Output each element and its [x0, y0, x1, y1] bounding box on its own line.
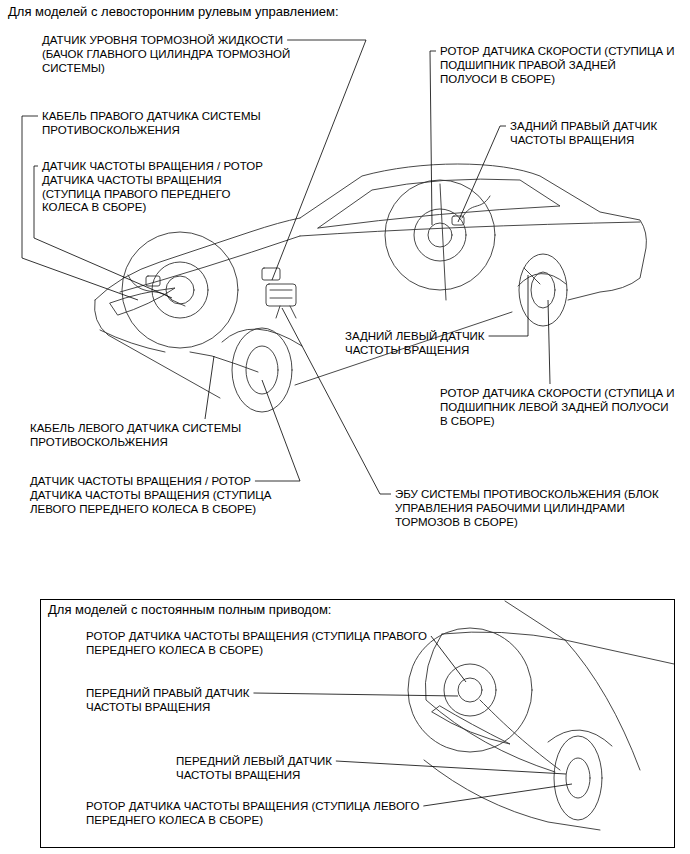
- leader-line: [548, 300, 550, 384]
- hub: [428, 223, 452, 247]
- part-label: ДАТЧИК ЧАСТОТЫ ВРАЩЕНИЯ / РОТОР ДАТЧИКА …: [30, 475, 280, 516]
- detail-circle: [122, 232, 238, 348]
- rear-left-wheel: [519, 254, 567, 326]
- wheel-arch: [222, 329, 302, 346]
- leader-line: [272, 40, 366, 280]
- detail-circle: [385, 180, 495, 290]
- part-label: ЗАДНИЙ ПРАВЫЙ ДАТЧИК ЧАСТОТЫ ВРАЩЕНИЯ: [510, 120, 675, 148]
- abs-actuator: [266, 284, 296, 306]
- leader-line: [255, 380, 300, 481]
- front-left-hub: [566, 758, 590, 798]
- headlight: [432, 706, 510, 744]
- hub: [458, 678, 482, 702]
- leader-line: [430, 51, 436, 225]
- hub: [414, 209, 466, 261]
- sensor-cable: [462, 196, 490, 218]
- hood-line: [95, 218, 300, 300]
- brake-reservoir: [262, 268, 280, 280]
- wheel-arch: [548, 730, 612, 746]
- part-label: ДАТЧИК ЧАСТОТЫ ВРАЩЕНИЯ / РОТОР ДАТЧИКА …: [42, 160, 277, 215]
- sensor-cable: [480, 700, 560, 770]
- detail-circle: [408, 628, 532, 752]
- part-label: РОТОР ДАТЧИКА СКОРОСТИ (СТУПИЦА И ПОДШИП…: [440, 387, 675, 428]
- shoulder-line: [300, 222, 640, 236]
- hub: [166, 276, 194, 304]
- leader-line: [336, 761, 566, 774]
- part-label: РОТОР ДАТЧИКА СКОРОСТИ (СТУПИЦА И ПОДШИП…: [440, 45, 675, 86]
- front-line: [95, 300, 220, 398]
- part-label: ЭБУ СИСТЕМЫ ПРОТИВОСКОЛЬЖЕНИЯ (БЛОК УПРА…: [395, 488, 675, 529]
- part-label: РОТОР ДАТЧИКА ЧАСТОТЫ ВРАЩЕНИЯ (СТУПИЦА …: [86, 630, 446, 658]
- leader-line: [205, 356, 214, 419]
- part-label: ПЕРЕДНИЙ ПРАВЫЙ ДАТЧИК ЧАСТОТЫ ВРАЩЕНИЯ: [86, 687, 286, 715]
- front-left-wheel: [554, 736, 602, 820]
- hub: [152, 262, 208, 318]
- brake-pipes: [270, 290, 296, 318]
- part-label: РОТОР ДАТЧИКА ЧАСТОТЫ ВРАЩЕНИЯ (СТУПИЦА …: [86, 800, 446, 828]
- inset-frame: Для моделей с постоянным полным приводом…: [40, 599, 675, 848]
- leader-line: [458, 126, 506, 222]
- inset-heading: Для моделей с постоянным полным приводом…: [48, 602, 648, 618]
- part-label: ЗАДНИЙ ЛЕВЫЙ ДАТЧИК ЧАСТОТЫ ВРАЩЕНИЯ: [345, 330, 525, 358]
- leader-line: [423, 784, 572, 806]
- part-label: ДАТЧИК УРОВНЯ ТОРМОЗНОЙ ЖИДКОСТИ (БАЧОК …: [42, 34, 322, 75]
- fender-line: [565, 640, 640, 770]
- side-window: [318, 179, 560, 228]
- front-left-hub: [246, 346, 278, 394]
- leader-line: [34, 166, 172, 298]
- wheel-arch: [518, 273, 566, 286]
- headlight: [110, 288, 175, 315]
- hood-line: [442, 632, 565, 640]
- part-label: ПЕРЕДНИЙ ЛЕВЫЙ ДАТЧИК ЧАСТОТЫ ВРАЩЕНИЯ: [176, 755, 376, 783]
- leader-line: [431, 636, 466, 682]
- door-line: [440, 184, 446, 300]
- sensor-cable: [524, 268, 540, 284]
- body-line: [300, 164, 646, 300]
- grille: [100, 330, 165, 352]
- front-left-wheel: [232, 328, 292, 412]
- leader-line: [253, 693, 458, 696]
- speed-sensor: [146, 276, 160, 286]
- part-label: КАБЕЛЬ ПРАВОГО ДАТЧИКА СИСТЕМЫ ПРОТИВОСК…: [42, 110, 302, 138]
- page-title: Для моделей с левосторонним рулевым упра…: [8, 4, 339, 20]
- windshield-line: [505, 601, 674, 664]
- leader-line: [489, 275, 528, 336]
- sensor-cable: [190, 352, 258, 372]
- sensor-cable: [128, 275, 185, 306]
- part-label: КАБЕЛЬ ЛЕВОГО ДАТЧИКА СИСТЕМЫ ПРОТИВОСКО…: [30, 422, 275, 450]
- rear-left-hub: [531, 272, 555, 308]
